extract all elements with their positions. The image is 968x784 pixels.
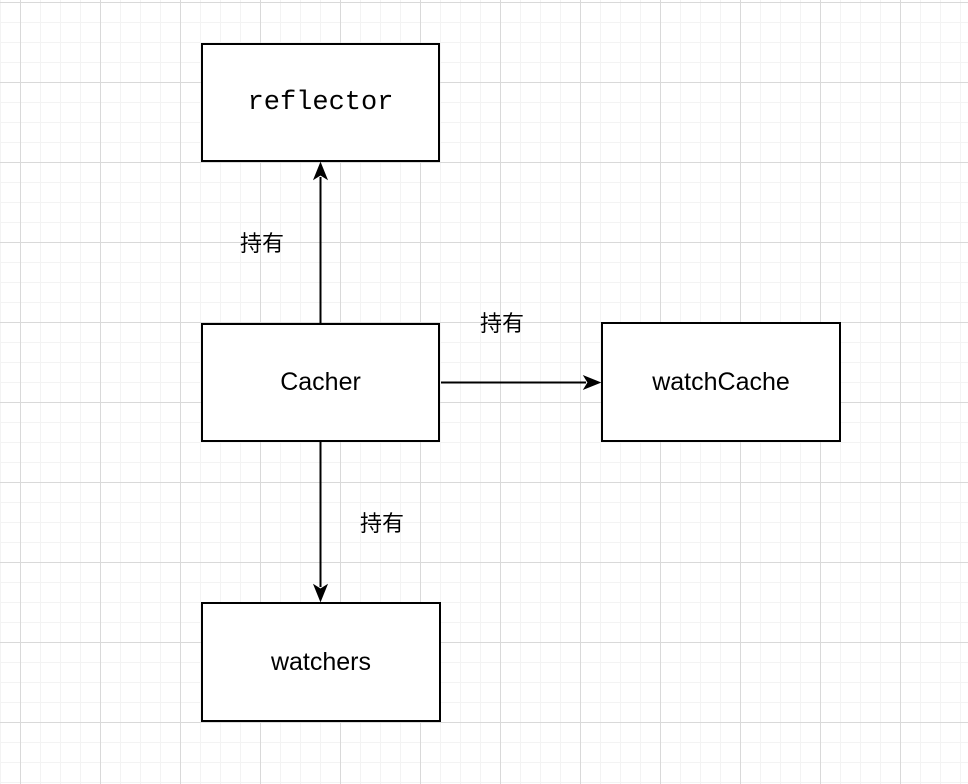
- node-watchcache-label: watchCache: [652, 367, 790, 396]
- node-cacher[interactable]: Cacher: [201, 323, 440, 442]
- node-reflector[interactable]: reflector: [201, 43, 440, 162]
- node-cacher-label: Cacher: [280, 368, 361, 396]
- node-watchcache[interactable]: watchCache: [601, 322, 841, 442]
- edge-cacher-to-watchers[interactable]: [312, 442, 329, 603]
- node-watchers[interactable]: watchers: [201, 602, 441, 722]
- edge-cacher-to-reflector[interactable]: [312, 161, 329, 323]
- edge-label-cacher-watchers[interactable]: 持有: [360, 511, 405, 536]
- node-watchers-label: watchers: [270, 647, 372, 676]
- edge-cacher-to-watchcache[interactable]: [441, 374, 602, 391]
- node-reflector-label: reflector: [247, 87, 394, 118]
- edge-label-cacher-reflector[interactable]: 持有: [240, 231, 285, 256]
- edge-label-cacher-watchcache[interactable]: 持有: [480, 311, 525, 336]
